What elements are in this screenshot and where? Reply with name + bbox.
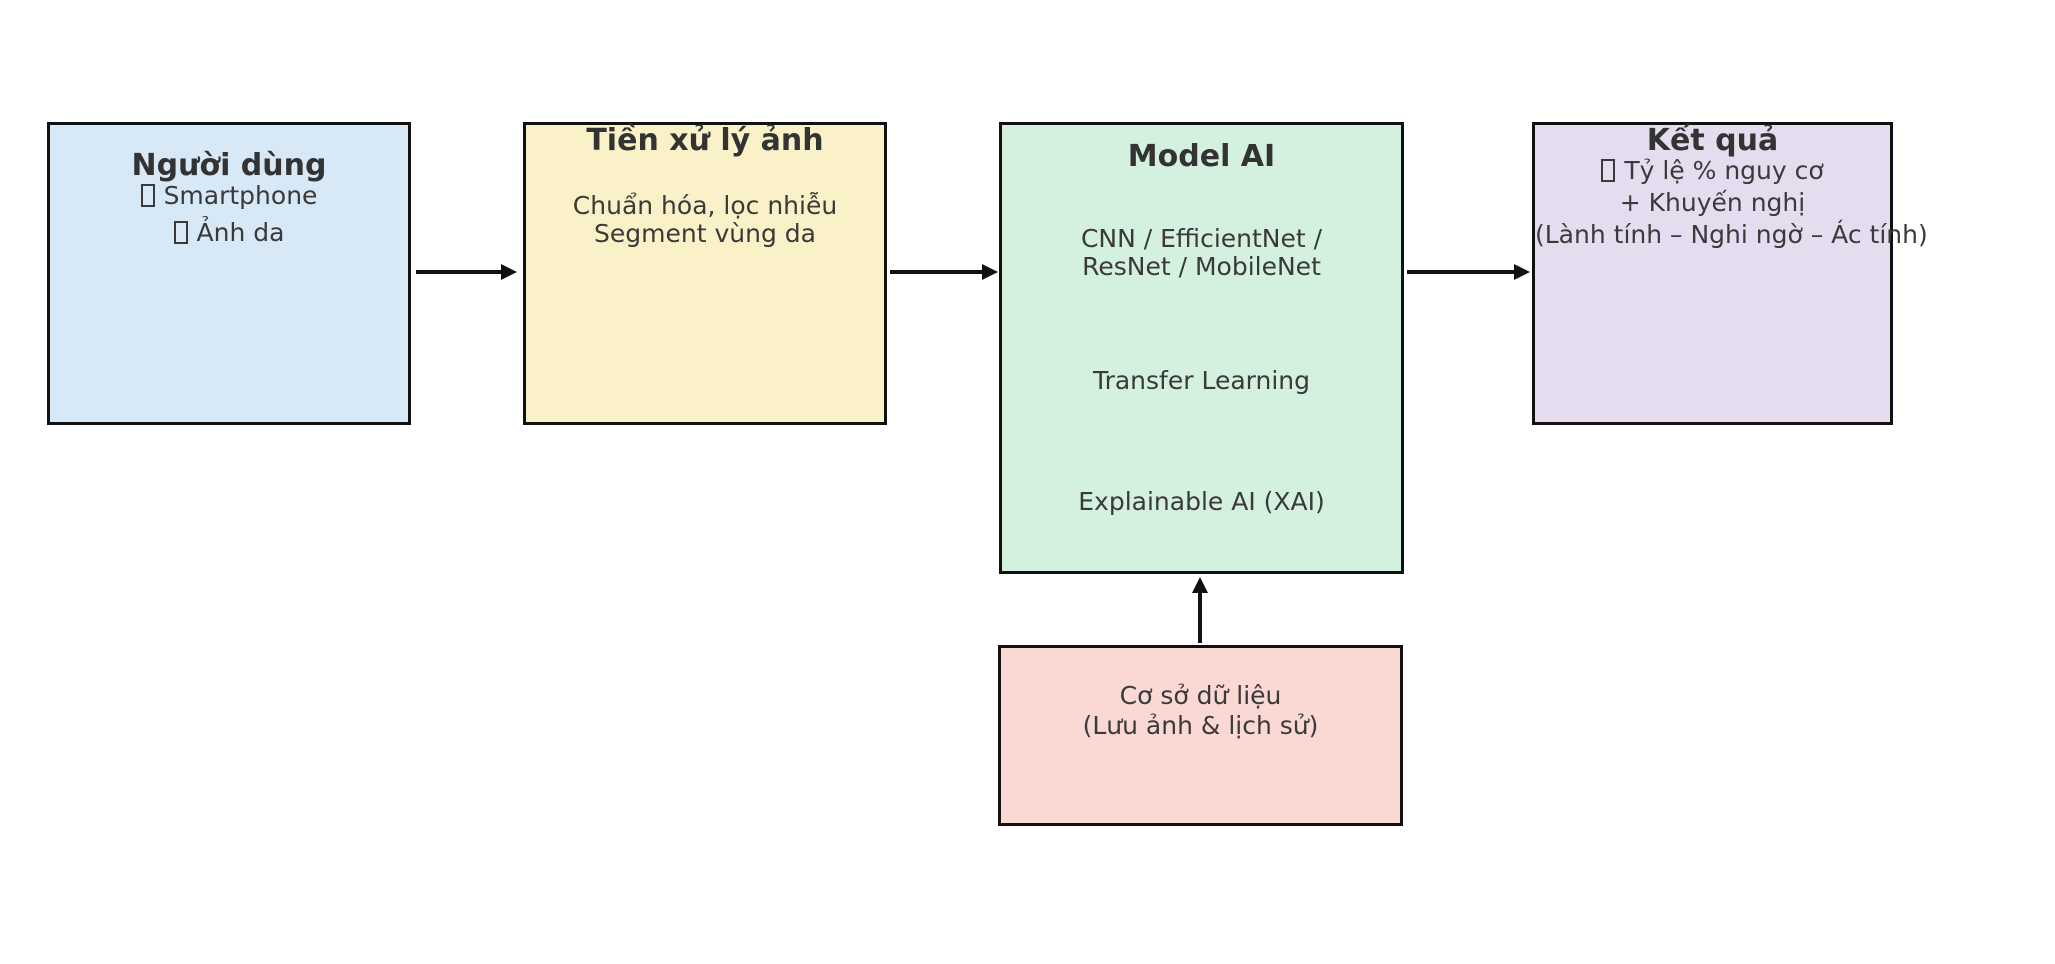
box-database: Cơ sở dữ liệu (Lưu ảnh & lịch sử) — [998, 645, 1403, 826]
box-preprocess-body: Chuẩn hóa, lọc nhiễu Segment vùng da — [526, 192, 884, 248]
box-result-title: Kết quả — [1646, 123, 1779, 158]
model-line-explainable-ai: Explainable AI (XAI) — [1078, 487, 1325, 516]
box-database-body: Cơ sở dữ liệu (Lưu ảnh & lịch sử) — [1001, 681, 1400, 741]
camera-emoji-placeholder-icon — [173, 221, 188, 244]
result-line-risk: Tỷ lệ % nguy cơ — [1535, 155, 1890, 187]
preprocess-line-segment: Segment vùng da — [594, 219, 816, 248]
smartphone-emoji-placeholder-icon — [140, 184, 155, 207]
result-line-classes: (Lành tính – Nghi ngờ – Ác tính) — [1535, 220, 1928, 249]
box-model-ai: Model AI CNN / EfficientNet / ResNet / M… — [999, 122, 1404, 574]
user-line-skin-photo: Ảnh da — [50, 214, 408, 251]
user-line-smartphone-label: Smartphone — [163, 181, 318, 210]
chart-emoji-placeholder-icon — [1601, 159, 1616, 182]
arrow-user-to-preprocess — [416, 270, 502, 274]
box-result: Kết quả Tỷ lệ % nguy cơ + Khuyến nghị (L… — [1532, 122, 1928, 425]
box-preprocess-title: Tiền xử lý ảnh — [586, 123, 824, 158]
user-line-smartphone: Smartphone — [50, 177, 408, 214]
box-user-title: Người dùng — [131, 148, 327, 183]
result-line-recommendation: + Khuyến nghị — [1619, 188, 1806, 217]
box-user: Người dùng Smartphone Ảnh da — [47, 122, 411, 425]
result-line-risk-label: Tỷ lệ % nguy cơ — [1624, 156, 1824, 185]
user-line-skin-photo-label: Ảnh da — [196, 218, 285, 247]
model-line-networks-2: ResNet / MobileNet — [1082, 252, 1321, 281]
box-model-ai-title: Model AI — [1127, 139, 1276, 174]
box-preprocess: Tiền xử lý ảnh Chuẩn hóa, lọc nhiễu Segm… — [523, 122, 887, 425]
arrow-model-to-result — [1407, 270, 1515, 274]
preprocess-line-normalize: Chuẩn hóa, lọc nhiễu — [572, 191, 838, 220]
arrow-preprocess-to-model — [890, 270, 983, 274]
database-line-title: Cơ sở dữ liệu — [1119, 681, 1282, 710]
database-line-subtitle: (Lưu ảnh & lịch sử) — [1082, 711, 1319, 740]
model-line-transfer-learning: Transfer Learning — [1092, 366, 1310, 395]
model-networks-lines: CNN / EfficientNet / ResNet / MobileNet — [1002, 225, 1401, 281]
box-user-body: Smartphone Ảnh da — [50, 177, 408, 251]
arrow-database-to-model — [1198, 592, 1202, 643]
model-line-networks-1: CNN / EfficientNet / — [1080, 224, 1323, 253]
box-result-body: Tỷ lệ % nguy cơ + Khuyến nghị (Lành tính… — [1535, 155, 1928, 251]
